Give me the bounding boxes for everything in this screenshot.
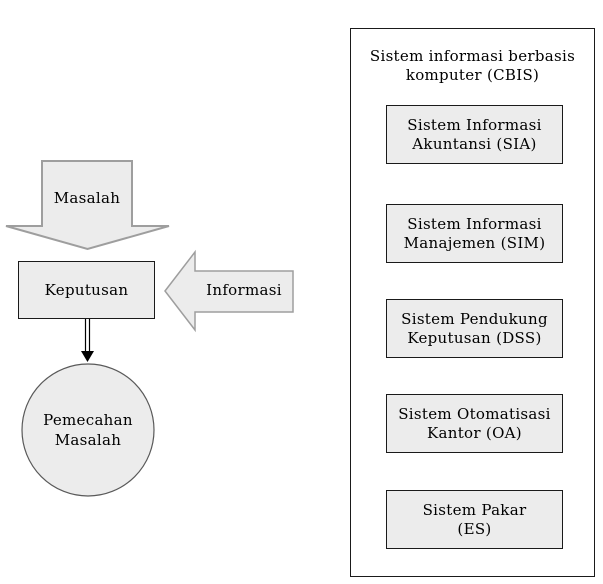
masalah-down-arrow-icon (5, 160, 170, 251)
informasi-left-arrow-icon (164, 249, 294, 333)
connector-arrowhead-icon (81, 351, 94, 362)
system-box-sia: Sistem Informasi Akuntansi (SIA) (386, 105, 563, 164)
cbis-title-line2: komputer (CBIS) (405, 66, 540, 84)
system-box-sia-line1: Sistem Informasi (407, 115, 542, 134)
system-box-oa-line1: Sistem Otomatisasi (398, 404, 551, 423)
system-box-sim: Sistem Informasi Manajemen (SIM) (386, 204, 563, 263)
keputusan-box: Keputusan (18, 261, 155, 319)
system-box-dss-line2: Keputusan (DSS) (407, 328, 542, 347)
system-box-sim-line1: Sistem Informasi (407, 214, 542, 233)
informasi-label: Informasi (206, 281, 282, 299)
system-box-dss-line1: Sistem Pendukung (401, 309, 548, 328)
cbis-panel-title: Sistem informasi berbasis komputer (CBIS… (351, 47, 594, 85)
system-box-es-line1: Sistem Pakar (422, 500, 527, 519)
pemecahan-label-line1: Pemecahan (43, 411, 133, 429)
keputusan-label: Keputusan (44, 281, 129, 299)
cbis-title-line1: Sistem informasi berbasis (369, 47, 576, 65)
masalah-label: Masalah (53, 189, 121, 207)
cbis-panel: Sistem informasi berbasis komputer (CBIS… (350, 28, 595, 577)
system-box-sim-line2: Manajemen (SIM) (403, 233, 546, 252)
system-box-sia-line2: Akuntansi (SIA) (412, 134, 537, 153)
system-box-dss: Sistem Pendukung Keputusan (DSS) (386, 299, 563, 358)
pemecahan-label: Pemecahan Masalah (22, 410, 154, 450)
pemecahan-label-line2: Masalah (54, 431, 122, 449)
system-box-es: Sistem Pakar (ES) (386, 490, 563, 549)
system-box-oa: Sistem Otomatisasi Kantor (OA) (386, 394, 563, 453)
pemecahan-circle (21, 363, 155, 497)
system-box-oa-line2: Kantor (OA) (427, 423, 522, 442)
system-box-es-line2: (ES) (457, 519, 492, 538)
